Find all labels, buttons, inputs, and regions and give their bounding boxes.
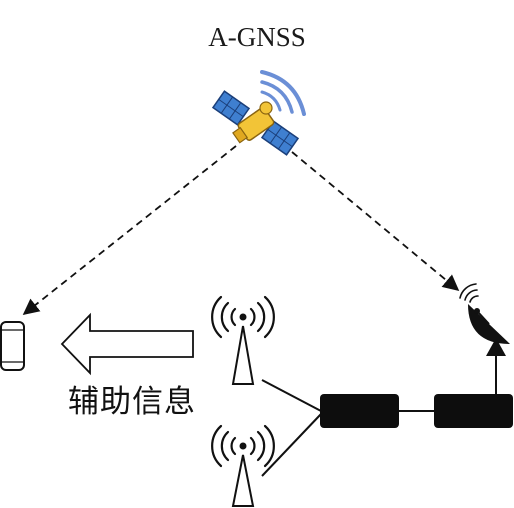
satellite-icon xyxy=(211,70,306,156)
assist-info-label: 辅助信息 xyxy=(68,384,196,420)
assist-arrow xyxy=(60,312,194,376)
satellite-dish-icon xyxy=(459,283,510,356)
cell-tower-icon xyxy=(211,424,275,507)
tower-link-upper xyxy=(261,379,322,412)
satellite-to-phone-signal xyxy=(22,145,237,316)
reference-receiver-box xyxy=(434,394,513,428)
diagram-title: A-GNSS xyxy=(208,22,306,52)
phone-icon xyxy=(0,321,25,371)
cell-tower-icon xyxy=(211,295,275,385)
assist-server-box xyxy=(320,394,399,428)
satellite-to-ground-signal xyxy=(291,151,460,292)
tower-link-lower xyxy=(261,413,322,477)
